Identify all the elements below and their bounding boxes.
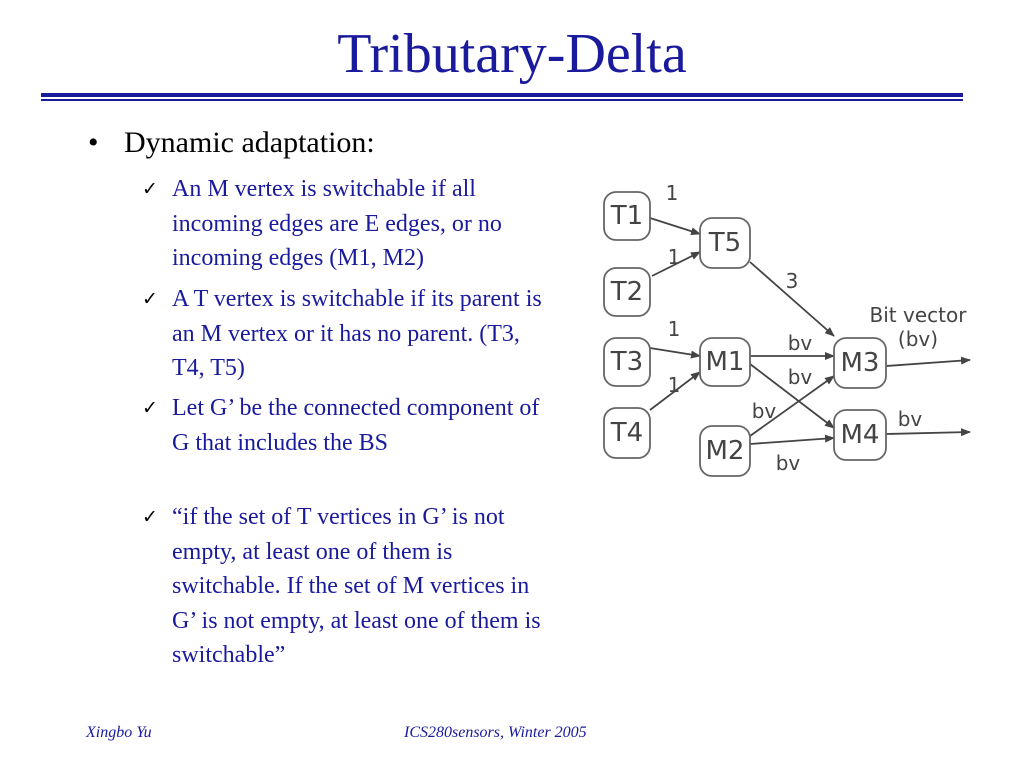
output-label-line2: (bv): [898, 327, 938, 351]
edge-label-t4-m1: 1: [668, 373, 681, 397]
subpoint-4: ✓ “if the set of T vertices in G’ is not…: [142, 500, 552, 673]
main-bullet: • Dynamic adaptation:: [88, 124, 375, 162]
edge-label-m4-out: bv: [898, 407, 923, 431]
node-m3-box: [833, 337, 887, 389]
subpoint-text: Let G’ be the connected component of G t…: [172, 395, 540, 456]
checkmark-icon: ✓: [142, 178, 158, 200]
node-t5-box: [699, 217, 751, 269]
checkmark-icon: ✓: [142, 288, 158, 310]
node-m4-label: M4: [841, 420, 880, 450]
node-t2-box: [603, 267, 651, 317]
footer-course: ICS280sensors, Winter 2005: [404, 724, 587, 741]
title-divider: [41, 93, 963, 97]
checkmark-icon: ✓: [142, 397, 158, 419]
node-m1-box: [699, 337, 751, 387]
edge-t1-t5: [649, 217, 701, 236]
edge-label-m2-m4-upper: bv: [752, 399, 777, 423]
subpoint-3: ✓ Let G’ be the connected component of G…: [142, 391, 552, 460]
edge-m1-m4: [749, 363, 835, 429]
node-m2-label: M2: [706, 436, 745, 466]
output-label-line1: Bit vector: [870, 303, 968, 327]
subpoint-1: ✓ An M vertex is switchable if all incom…: [142, 172, 552, 276]
edge-label-m2-m4: bv: [776, 451, 801, 475]
node-t1-label: T1: [610, 201, 643, 231]
edge-label-t2-t5: 1: [668, 245, 681, 269]
title-divider-thin: [41, 99, 963, 101]
edge-t5-m3: [749, 261, 835, 337]
node-m1-label: M1: [706, 347, 745, 377]
node-t4-box: [603, 407, 651, 459]
edge-label-t3-m1: 1: [668, 317, 681, 341]
edge-label-m1-m3: bv: [788, 331, 813, 355]
subpoint-text: An M vertex is switchable if all incomin…: [172, 176, 502, 271]
checkmark-icon: ✓: [142, 506, 158, 528]
edge-m2-m4: [749, 434, 835, 445]
edge-label-t1-t5: 1: [666, 181, 679, 205]
slide-title: Tributary-Delta: [337, 23, 687, 85]
node-t5-label: T5: [708, 228, 741, 258]
edge-m4-out: [885, 428, 971, 437]
node-m2-box: [699, 425, 751, 477]
node-t3-box: [603, 337, 651, 387]
node-m4-box: [833, 409, 887, 461]
subpoint-2: ✓ A T vertex is switchable if its parent…: [142, 282, 552, 386]
edge-m2-m3: [749, 375, 835, 437]
subpoint-text: A T vertex is switchable if its parent i…: [172, 286, 542, 381]
edge-m3-out: [885, 356, 971, 367]
edge-t4-m1: [649, 371, 701, 411]
node-t2-label: T2: [610, 277, 643, 307]
edge-label-t5-m3: 3: [786, 269, 799, 293]
tributary-delta-diagram: T1 T2 T5 T3 T4 M1 M2 M3 M4 1 1 3 1 1 bv …: [603, 181, 971, 477]
edge-t2-t5: [651, 251, 701, 277]
edge-label-m2-m3: bv: [788, 365, 813, 389]
node-m3-label: M3: [841, 348, 880, 378]
node-t3-label: T3: [610, 347, 643, 377]
bullet-dot-icon: •: [88, 126, 99, 159]
subpoint-text: “if the set of T vertices in G’ is not e…: [172, 504, 541, 668]
node-t4-label: T4: [610, 418, 643, 448]
node-t1-box: [603, 191, 651, 241]
main-bullet-text: Dynamic adaptation:: [124, 126, 375, 159]
edge-t3-m1: [649, 347, 701, 359]
footer-author: Xingbo Yu: [86, 724, 152, 741]
